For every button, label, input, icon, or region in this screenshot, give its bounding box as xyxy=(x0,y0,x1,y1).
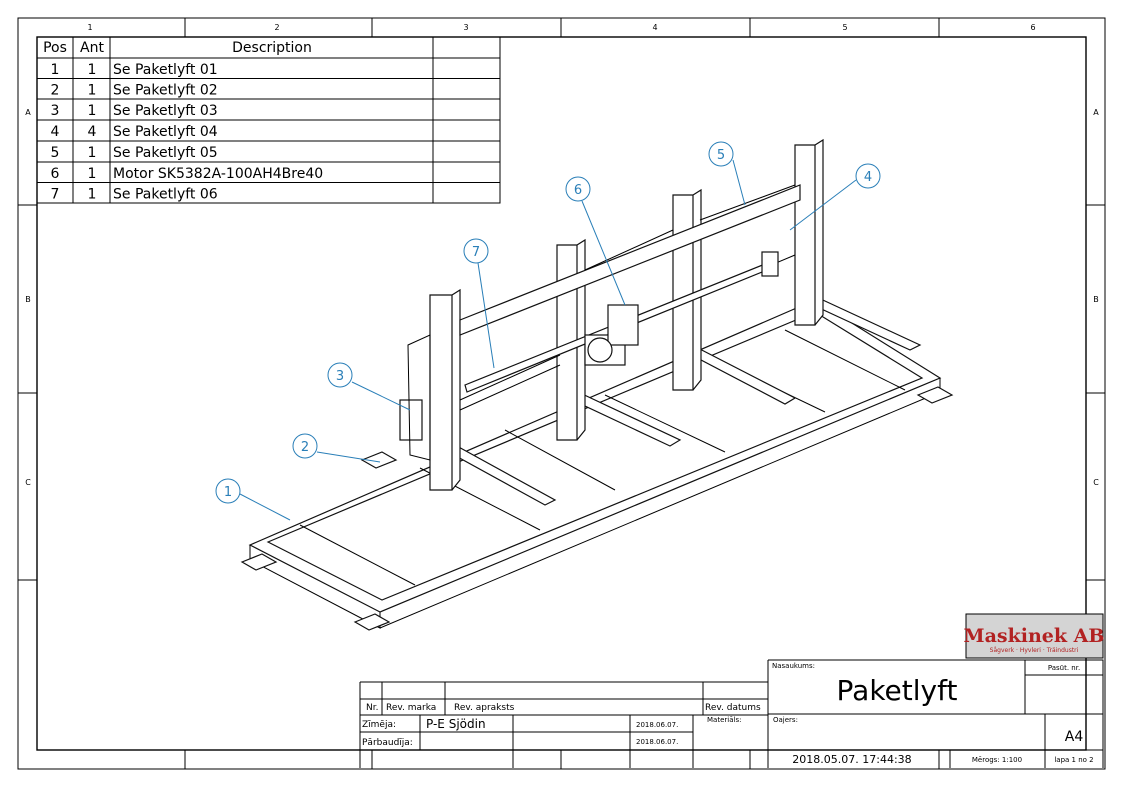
bom-row: 4 4 Se Paketlyft 04 xyxy=(51,124,218,140)
balloon-circle xyxy=(215,478,241,504)
bom-cell-description: Se Paketlyft 04 xyxy=(113,124,218,140)
upright-3 xyxy=(672,188,702,391)
zone-col-2: 2 xyxy=(274,23,279,32)
balloon-4: 4 xyxy=(855,163,881,189)
zimeja-value: P-E Sjödin xyxy=(426,717,486,731)
sheet-number: lapa 1 no 2 xyxy=(1054,756,1093,764)
zimeja-date: 2018.06.07. xyxy=(636,721,678,729)
oajers-label: Oajers: xyxy=(773,716,798,724)
bom-cell-ant: 1 xyxy=(88,103,97,119)
balloon-circle xyxy=(327,362,353,388)
bom-cell-pos: 1 xyxy=(51,62,60,78)
scale: Mērogs: 1:100 xyxy=(972,756,1022,764)
balloon-number: 6 xyxy=(574,183,582,198)
balloon-3: 3 xyxy=(327,362,353,388)
zimeja-label: Zīmēja: xyxy=(362,720,396,730)
bom-cell-description: Se Paketlyft 05 xyxy=(113,145,218,161)
balloon-number: 5 xyxy=(717,148,725,163)
balloon-number: 1 xyxy=(224,485,232,500)
bom-header-ant: Ant xyxy=(80,40,104,56)
bom-row: 7 1 Se Paketlyft 06 xyxy=(51,187,218,203)
bom-cell-ant: 4 xyxy=(88,124,97,140)
upright-4 xyxy=(794,138,824,326)
bom-cell-ant: 1 xyxy=(88,83,97,99)
zone-row-c-left: C xyxy=(25,478,31,487)
bom-header-pos: Pos xyxy=(43,40,67,56)
parbaudija-date: 2018.06.07. xyxy=(636,738,678,746)
drawing-title: Paketlyft xyxy=(837,674,958,707)
zone-col-1: 1 xyxy=(87,23,92,32)
bom-cell-description: Se Paketlyft 02 xyxy=(113,83,218,99)
pasut-nr-label: Pasūt. nr. xyxy=(1048,664,1080,672)
balloon-circle xyxy=(708,141,734,167)
balloon-7: 7 xyxy=(463,238,489,264)
bom-cell-pos: 5 xyxy=(51,145,60,161)
bom-row: 6 1 Motor SK5382A-100AH4Bre40 xyxy=(51,166,324,182)
top-beam xyxy=(459,184,801,336)
bom-cell-ant: 1 xyxy=(88,145,97,161)
bom-cell-pos: 4 xyxy=(51,124,60,140)
zone-col-3: 3 xyxy=(463,23,468,32)
balloon-6: 6 xyxy=(565,176,591,202)
parbaudija-label: Pārbaudīja: xyxy=(362,738,413,748)
zone-col-4: 4 xyxy=(652,23,657,32)
datetime: 2018.05.07. 17:44:38 xyxy=(792,753,911,766)
bom-cell-ant: 1 xyxy=(88,187,97,203)
zone-row-b-right: B xyxy=(1093,295,1099,304)
balloon-number: 3 xyxy=(336,369,344,384)
rev-marka-header: Rev. marka xyxy=(386,703,436,713)
motor xyxy=(584,304,639,366)
bom-row: 2 1 Se Paketlyft 02 xyxy=(51,83,218,99)
logo-tagline: Sågverk · Hyvleri · Träindustri xyxy=(990,647,1079,654)
zone-labels: 1 2 3 4 5 6 A B C A B C xyxy=(25,23,1099,487)
bom-cell-description: Se Paketlyft 03 xyxy=(113,103,218,119)
zone-row-a-left: A xyxy=(25,108,31,117)
rev-apraksts-header: Rev. apraksts xyxy=(454,703,515,713)
sheet-size: A4 xyxy=(1065,729,1084,745)
balloon-circle xyxy=(565,176,591,202)
bom-row: 1 1 Se Paketlyft 01 xyxy=(51,62,218,78)
bearing-unit xyxy=(761,251,779,277)
bearing-unit xyxy=(399,399,423,441)
company-logo xyxy=(965,613,1104,659)
bom-cell-description: Se Paketlyft 01 xyxy=(113,62,218,78)
bom-cell-ant: 1 xyxy=(88,166,97,182)
bom-row: 5 1 Se Paketlyft 05 xyxy=(51,145,218,161)
zone-row-b-left: B xyxy=(25,295,31,304)
upright-1 xyxy=(429,288,461,491)
balloons: 1 2 3 4 5 6 7 xyxy=(215,141,881,521)
bom-cell-pos: 2 xyxy=(51,83,60,99)
zone-row-c-right: C xyxy=(1093,478,1099,487)
bom-cell-ant: 1 xyxy=(88,62,97,78)
balloon-circle xyxy=(292,433,318,459)
bom-cell-description: Motor SK5382A-100AH4Bre40 xyxy=(113,166,323,182)
zone-dividers xyxy=(18,18,1105,769)
bom-cell-pos: 3 xyxy=(51,103,60,119)
rev-datums-header: Rev. datums xyxy=(705,703,761,713)
title-block: Maskinek AB Sågverk · Hyvleri · Träindus… xyxy=(359,613,1105,768)
zone-col-5: 5 xyxy=(842,23,847,32)
balloon-number: 4 xyxy=(864,170,872,185)
balloon-number: 7 xyxy=(472,245,480,260)
rev-nr-header: Nr. xyxy=(366,703,378,713)
paketlyft-assembly xyxy=(240,138,954,631)
zone-col-6: 6 xyxy=(1030,23,1035,32)
bom-cell-pos: 6 xyxy=(51,166,60,182)
balloon-1: 1 xyxy=(215,478,241,504)
bom-cell-description: Se Paketlyft 06 xyxy=(113,187,218,203)
bom-row: 3 1 Se Paketlyft 03 xyxy=(51,103,218,119)
balloon-5: 5 xyxy=(708,141,734,167)
balloon-circle xyxy=(855,163,881,189)
zone-row-a-right: A xyxy=(1093,108,1099,117)
nasaukums-label: Nasaukums: xyxy=(772,662,815,670)
balloon-circle xyxy=(463,238,489,264)
logo-text: Maskinek AB xyxy=(964,625,1105,647)
balloon-2: 2 xyxy=(292,433,318,459)
bom-header-description: Description xyxy=(232,40,312,56)
materials-label: Materiāls: xyxy=(707,716,741,724)
bom-cell-pos: 7 xyxy=(51,187,60,203)
balloon-number: 2 xyxy=(301,440,309,455)
